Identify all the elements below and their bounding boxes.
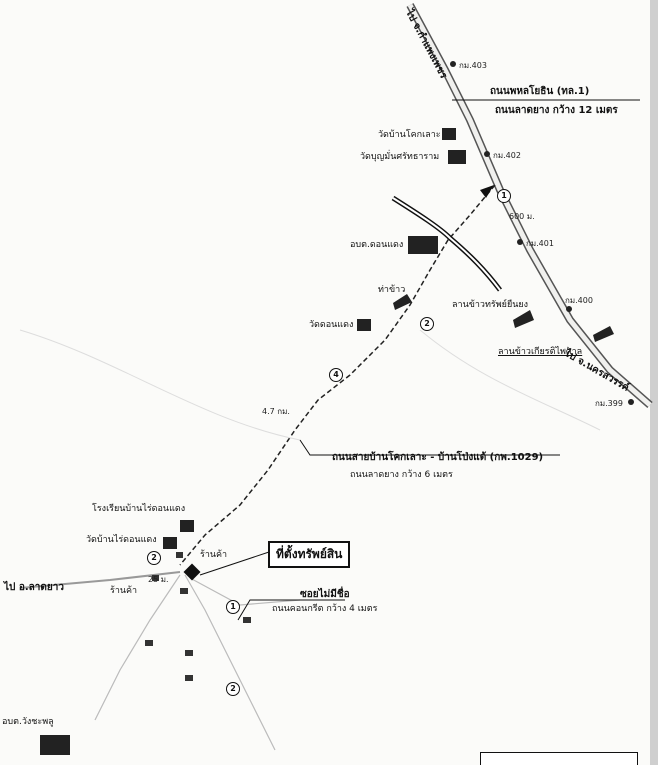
soi-name-label: ซอยไม่มีชื่อ xyxy=(300,589,350,600)
km-post-icons xyxy=(450,61,634,405)
distance-25m: 25 ม. xyxy=(148,575,169,584)
road-south-2 xyxy=(94,574,181,721)
crossing-road-inner xyxy=(392,197,501,291)
route-marker: 2 xyxy=(147,551,161,565)
highway-name-label: ถนนพหลโยธิน (ทล.1) xyxy=(490,86,590,97)
paper-edge xyxy=(650,0,658,765)
road-south-1 xyxy=(184,574,276,751)
landmark-wat-khok-lo: วัดบ้านโคกเลาะ xyxy=(378,130,441,140)
faint-road-2 xyxy=(419,329,601,431)
local-road-surface-label: ถนนลาดยาง กว้าง 6 เมตร xyxy=(350,470,453,480)
faint-road-1 xyxy=(19,329,301,441)
soi-surface-label: ถนนคอนกรีต กว้าง 4 เมตร xyxy=(272,604,378,614)
highway-road xyxy=(406,3,653,409)
house-icons xyxy=(145,552,251,681)
km-marker-401: กม.401 xyxy=(526,239,554,248)
building-icons xyxy=(40,128,614,755)
km-marker-399: กม.399 xyxy=(595,399,623,408)
legend-box xyxy=(480,752,638,765)
landmark-school: โรงเรียนบ้านไร่ดอนแดง xyxy=(92,504,186,514)
route-marker: 1 xyxy=(497,189,511,203)
highway-surface-label: ถนนลาดยาง กว้าง 12 เมตร xyxy=(495,105,618,116)
km-marker-402: กม.402 xyxy=(493,151,521,160)
route-arrow xyxy=(480,185,494,198)
property-location-label: ที่ตั้งทรัพย์สิน xyxy=(268,541,351,568)
distance-4-7km: 4.7 กม. xyxy=(262,407,290,416)
distance-600m: 600 ม. xyxy=(509,212,535,221)
landmark-obt-wang-chaphu: อบต.วังชะพลู xyxy=(2,717,54,727)
landmark-rice-mill: ท่าข้าว xyxy=(378,285,406,295)
landmark-wat-don-daeng: วัดดอนแดง xyxy=(309,320,354,330)
landmark-rice-yard-1: ลานข้าวทรัพย์ยืนยง xyxy=(452,300,529,310)
property-marker xyxy=(183,563,201,581)
road-soi xyxy=(189,577,301,606)
pointer-property xyxy=(199,549,276,576)
landmark-wat-bun: วัดบุญมั่นศรัทธาราม xyxy=(360,152,440,162)
landmark-rice-yard-2: ลานข้าวเกียรติไพศาล xyxy=(498,347,583,357)
route-marker: 2 xyxy=(226,682,240,696)
road-west xyxy=(19,571,181,589)
route-marker: 2 xyxy=(420,317,434,331)
landmark-shop-2: ร้านค้า xyxy=(110,586,138,596)
direction-west-label: ไป อ.ลาดยาว xyxy=(4,582,64,593)
landmark-wat-rai-don-daeng: วัดบ้านไร่ดอนแดง xyxy=(86,535,157,545)
pointer-soi xyxy=(237,599,345,621)
route-local-road xyxy=(179,184,496,566)
route-marker: 4 xyxy=(329,368,343,382)
route-marker: 1 xyxy=(226,600,240,614)
landmark-shop-1: ร้านค้า xyxy=(200,550,228,560)
highway-road-inner xyxy=(407,3,652,407)
local-road-name-label: ถนนสายบ้านโคกเลาะ - บ้านโป่งแต้ (กพ.1029… xyxy=(332,452,544,463)
pointer-local-road xyxy=(299,439,560,456)
km-marker-403: กม.403 xyxy=(459,61,487,70)
km-marker-400: กม.400 xyxy=(565,296,593,305)
landmark-obt-don-daeng: อบต.ดอนแดง xyxy=(350,240,404,250)
